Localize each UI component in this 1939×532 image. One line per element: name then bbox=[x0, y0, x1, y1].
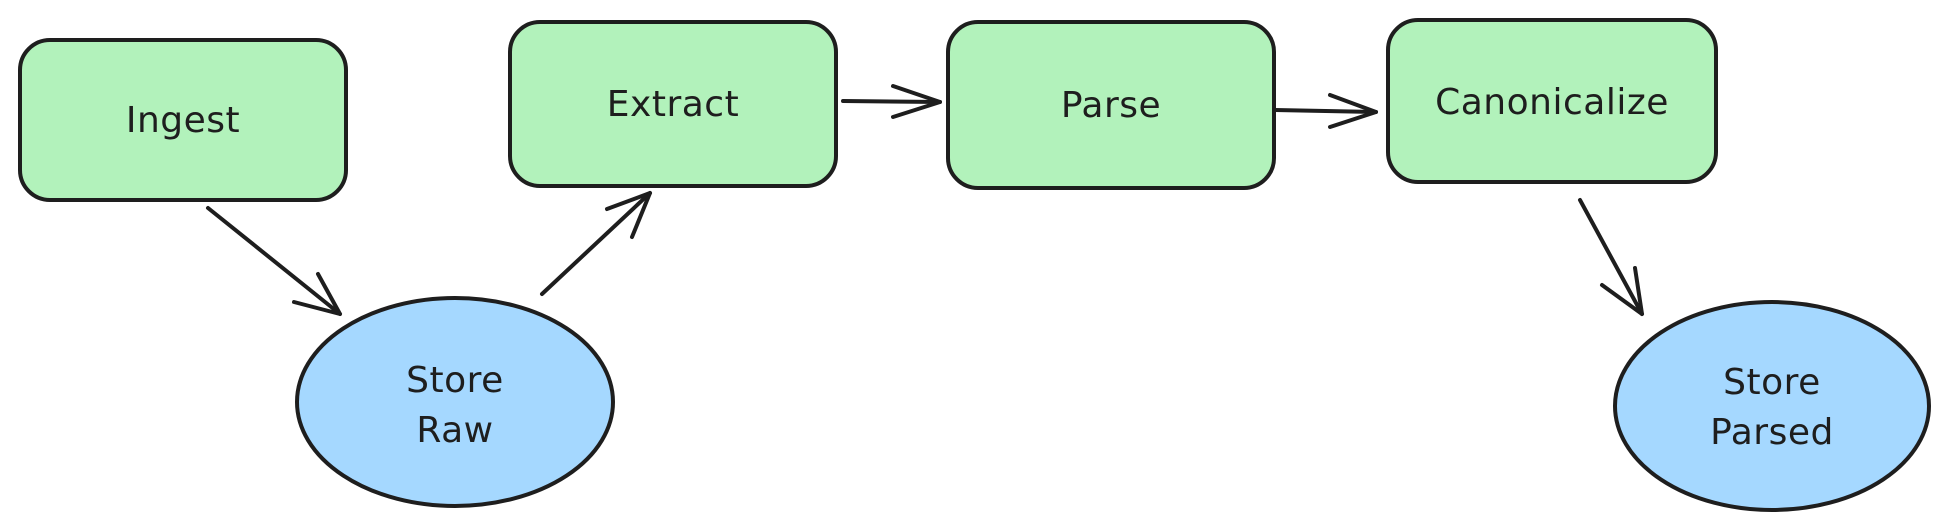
edge-canonicalize-to-store-parsed bbox=[1578, 198, 1644, 316]
node-canonicalize[interactable]: Canonicalize bbox=[1386, 18, 1718, 184]
edge-parse-to-canonicalize bbox=[1273, 93, 1378, 129]
node-ingest-label: Ingest bbox=[126, 100, 240, 141]
node-store-parsed-shape bbox=[1613, 300, 1931, 512]
edge-extract-to-parse bbox=[841, 84, 942, 119]
node-store-raw[interactable]: Store Raw bbox=[295, 296, 615, 508]
node-store-parsed-label-line2: Parsed bbox=[1710, 412, 1834, 453]
node-parse[interactable]: Parse bbox=[946, 20, 1276, 190]
node-canonicalize-shape bbox=[1386, 18, 1718, 184]
node-parse-label: Parse bbox=[1061, 85, 1161, 126]
node-store-parsed[interactable]: Store Parsed bbox=[1613, 300, 1931, 512]
node-canonicalize-label: Canonicalize bbox=[1435, 82, 1669, 123]
node-extract[interactable]: Extract bbox=[508, 20, 838, 188]
node-extract-label: Extract bbox=[607, 84, 739, 125]
node-store-raw-label-line2: Raw bbox=[416, 410, 493, 451]
node-ingest[interactable]: Ingest bbox=[18, 38, 348, 202]
node-store-raw-shape bbox=[295, 296, 615, 508]
edge-store-raw-to-extract bbox=[540, 191, 652, 296]
node-store-raw-label-line1: Store bbox=[406, 360, 504, 401]
node-extract-shape bbox=[508, 20, 838, 188]
node-parse-shape bbox=[946, 20, 1276, 190]
edge-ingest-to-store-raw bbox=[206, 206, 342, 316]
node-store-parsed-label-line1: Store bbox=[1723, 362, 1821, 403]
node-ingest-shape bbox=[18, 38, 348, 202]
